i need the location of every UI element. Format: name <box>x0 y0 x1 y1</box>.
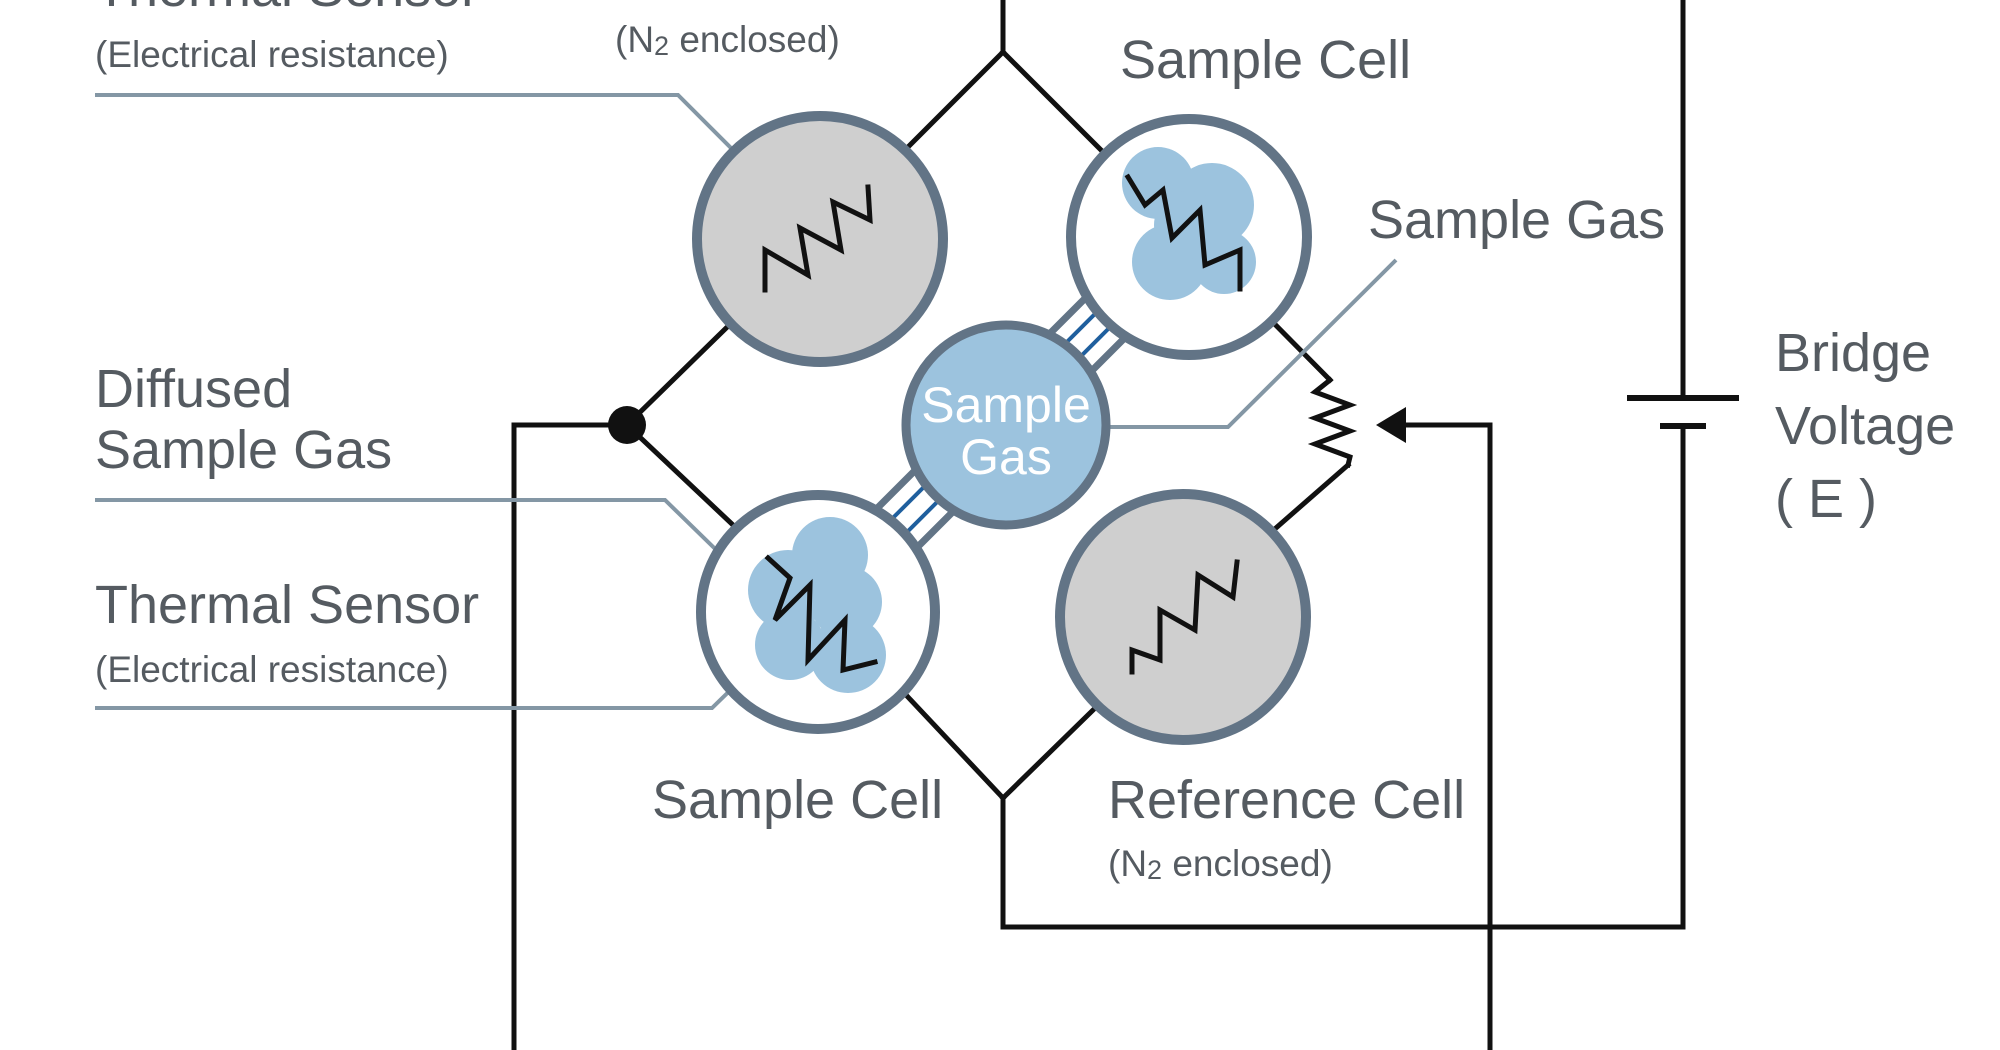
label-diffused-1: Diffused <box>95 359 292 419</box>
label-top-thermal-sensor-sub: (Electrical resistance) <box>95 34 449 75</box>
sensor-resistor-tl <box>762 184 873 293</box>
label-bottom-thermal-sensor-sub: (Electrical resistance) <box>95 649 449 690</box>
label-bridge-voltage-3: ( E ) <box>1775 469 1877 529</box>
label-bridge-voltage-2: Voltage <box>1775 396 1955 456</box>
wire-bottom-to-battery <box>1000 423 1686 930</box>
sample-cell-bottom <box>696 490 940 734</box>
potentiometer-resistor <box>1307 376 1358 469</box>
center-gas-label-2: Gas <box>960 429 1052 485</box>
junction-node <box>608 406 646 444</box>
label-bottom-reference-cell: Reference Cell <box>1108 770 1465 830</box>
sensor-resistor-bl <box>764 554 879 674</box>
wire-left-node-lead <box>511 422 630 1050</box>
battery-symbol <box>1627 395 1739 429</box>
sensor-resistor-br <box>1129 559 1240 675</box>
wire-wiper-lead <box>1400 422 1493 1050</box>
reference-cell-bottom <box>1055 489 1311 745</box>
leader-sample-gas <box>1100 258 1398 429</box>
sample-cell-top <box>1066 114 1312 360</box>
label-diffused-2: Sample Gas <box>95 420 392 480</box>
sensor-resistor-tr <box>1124 173 1243 292</box>
label-bottom-sample-cell: Sample Cell <box>652 770 943 830</box>
label-bottom-thermal-sensor: Thermal Sensor <box>95 575 479 635</box>
label-top-thermal-sensor: Thermal Sensor <box>95 0 479 18</box>
leader-top-sensor <box>95 93 782 199</box>
leader-diffused-gas <box>95 498 746 579</box>
sample-gas-chamber: Sample Gas <box>901 320 1111 530</box>
label-bridge-voltage-1: Bridge <box>1775 323 1931 383</box>
label-top-reference-sub: (N2 enclosed) <box>615 19 840 61</box>
label-sample-gas: Sample Gas <box>1368 190 1665 250</box>
reference-cell-top <box>692 111 948 367</box>
wiper-arrow-icon <box>1376 407 1406 443</box>
circuit-wires <box>511 0 1686 1050</box>
label-bottom-reference-sub: (N2 enclosed) <box>1108 843 1333 885</box>
label-top-sample-cell: Sample Cell <box>1120 30 1411 90</box>
center-gas-label-1: Sample <box>921 377 1091 433</box>
